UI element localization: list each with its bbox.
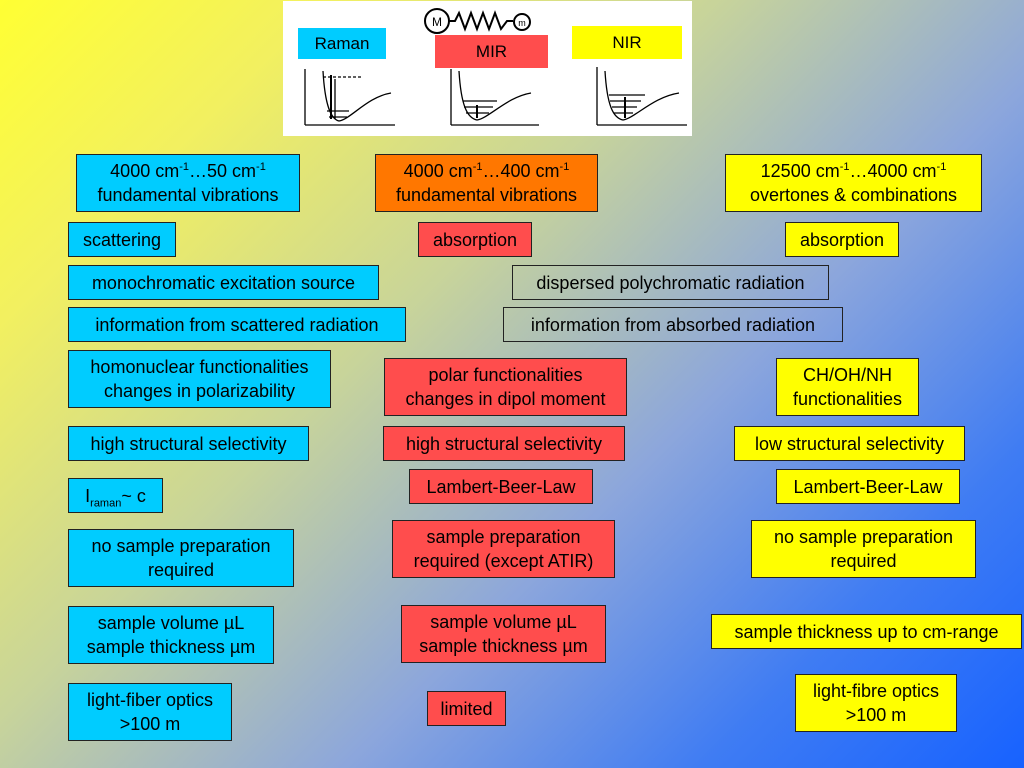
mir-absorption: absorption [418, 222, 532, 257]
nir-selectivity: low structural selectivity [734, 426, 965, 461]
nir-header: NIR [572, 26, 682, 59]
nir-range-box: 12500 cm-1…4000 cm-1 overtones & combina… [725, 154, 982, 212]
nir-sample-thickness: sample thickness up to cm-range [711, 614, 1022, 649]
raman-selectivity: high structural selectivity [68, 426, 309, 461]
raman-fiber-optics: light-fiber optics>100 m [68, 683, 232, 741]
mass-m-icon [513, 13, 531, 31]
mir-range-box: 4000 cm-1…400 cm-1 fundamental vibration… [375, 154, 598, 212]
oscillator-diagram: M m [304, 8, 687, 126]
nir-potential-well [596, 67, 687, 126]
nir-lambert-beer: Lambert-Beer-Law [776, 469, 960, 504]
mir-header: MIR [435, 35, 548, 68]
raman-information: information from scattered radiation [68, 307, 406, 342]
nir-fibre-optics: light-fibre optics>100 m [795, 674, 957, 732]
mir-potential-well [450, 69, 539, 126]
nir-absorption: absorption [785, 222, 899, 257]
mass-M-label: M [432, 15, 442, 29]
mir-limited: limited [427, 691, 506, 726]
energy-diagram-figure: M m [283, 1, 692, 136]
mir-lambert-beer: Lambert-Beer-Law [409, 469, 593, 504]
absorbed-radiation-info: information from absorbed radiation [503, 307, 843, 342]
raman-excitation-source: monochromatic excitation source [68, 265, 379, 300]
spring-icon [449, 10, 513, 32]
raman-scattering: scattering [68, 222, 176, 257]
mass-m-label: m [518, 18, 526, 28]
raman-intensity: Iraman~ c [68, 478, 163, 513]
mir-selectivity: high structural selectivity [383, 426, 625, 461]
dispersed-radiation: dispersed polychromatic radiation [512, 265, 829, 300]
raman-potential-well [304, 69, 395, 126]
raman-header: Raman [298, 28, 386, 59]
raman-range-box: 4000 cm-1…50 cm-1 fundamental vibrations [76, 154, 300, 212]
